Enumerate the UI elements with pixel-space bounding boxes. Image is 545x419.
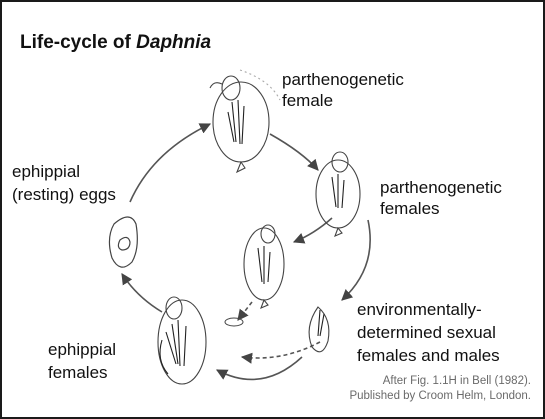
label-parthenogenetic-females: parthenogenetic females xyxy=(380,177,502,219)
daphnia-ephippial-female xyxy=(157,296,207,385)
label-line: females xyxy=(380,199,440,218)
label-ephippial-resting-eggs: ephippial (resting) eggs xyxy=(12,160,116,206)
arrow-sexual-to-ephippial xyxy=(216,356,303,381)
arrow-male-to-female xyxy=(240,341,321,364)
title-taxon: Daphnia xyxy=(136,32,212,53)
daphnia-juvenile xyxy=(243,224,285,310)
label-parthenogenetic-female: parthenogenetic female xyxy=(282,69,404,111)
label-line: parthenogenetic xyxy=(282,70,404,89)
label-ephippial-females: ephippial females xyxy=(48,338,116,384)
label-line: parthenogenetic xyxy=(380,178,502,197)
label-line: females and males xyxy=(357,346,500,365)
arrow-ephippial-to-eggs xyxy=(121,273,163,313)
label-line: ephippial xyxy=(48,340,117,359)
diagram-title: Life-cycle of Daphnia xyxy=(20,32,211,54)
label-sexual-females-males: environmentally- determined sexual femal… xyxy=(357,298,500,367)
arrow-eggs-to-female xyxy=(129,123,212,203)
ephippial-resting-egg xyxy=(108,216,138,268)
arrow-juvenile-to-egg xyxy=(237,301,253,321)
daphnia-parthenogenetic-females xyxy=(315,151,361,238)
label-line: (resting) eggs xyxy=(12,185,116,204)
arrow-females-to-sexual xyxy=(341,219,371,301)
label-line: determined sexual xyxy=(357,323,496,342)
label-line: females xyxy=(48,363,108,382)
label-line: female xyxy=(282,91,334,110)
arrow-female-to-females xyxy=(269,133,319,171)
figure-credit: After Fig. 1.1H in Bell (1982). Publishe… xyxy=(349,374,531,404)
label-line: environmentally- xyxy=(357,300,482,319)
daphnia-parthenogenetic-female xyxy=(209,69,281,174)
arrow-females-to-juvenile xyxy=(292,217,333,244)
daphnia-egg xyxy=(224,317,244,327)
credit-line: After Fig. 1.1H in Bell (1982). xyxy=(382,375,531,387)
title-prefix: Life-cycle of xyxy=(20,32,137,53)
label-line: ephippial xyxy=(12,162,81,181)
daphnia-male xyxy=(308,306,330,353)
credit-line: Published by Croom Helm, London. xyxy=(349,390,531,402)
